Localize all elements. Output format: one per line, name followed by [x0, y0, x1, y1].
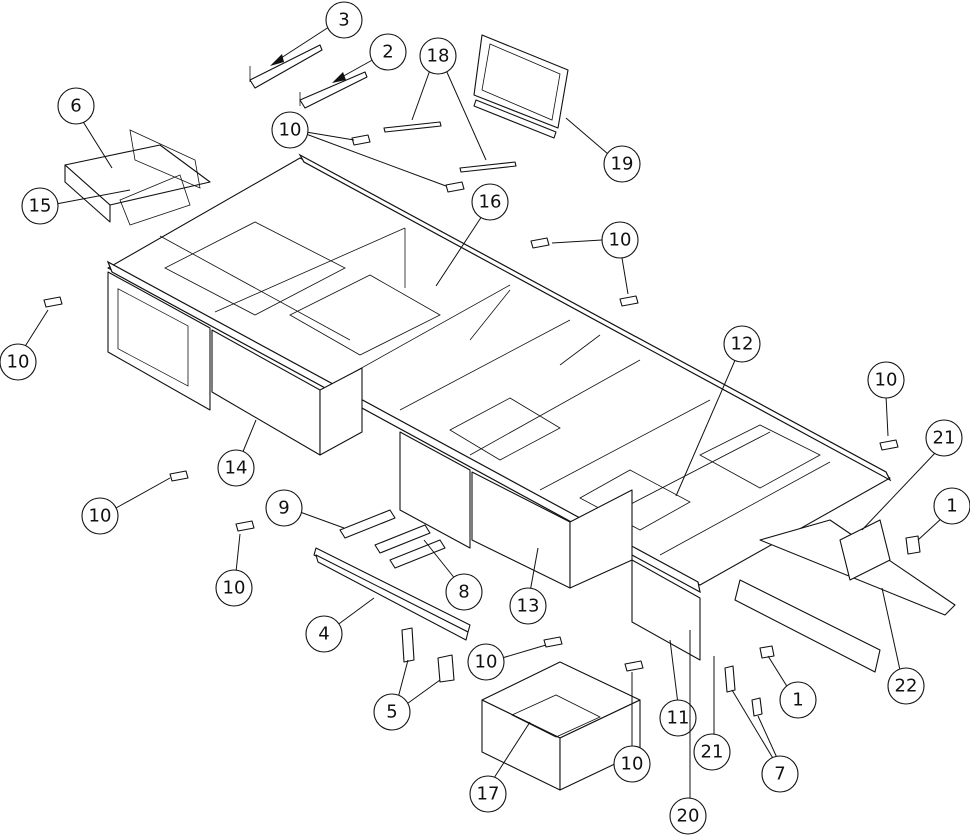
callout-10-top: 10 — [271, 111, 309, 149]
callout-12: 12 — [723, 325, 761, 363]
callout-10-lower-left: 10 — [215, 569, 253, 607]
callout-16-label: 16 — [479, 192, 502, 213]
callout-21-top-label: 21 — [933, 428, 956, 449]
callout-3: 3 — [325, 1, 363, 39]
bracket-2 — [299, 71, 368, 109]
callout-6-label: 6 — [70, 96, 81, 117]
callout-10-top-label: 10 — [279, 120, 302, 141]
callout-13: 13 — [509, 587, 547, 625]
callout-1-top-label: 1 — [946, 496, 957, 517]
callout-18-label: 18 — [427, 46, 450, 67]
small-parts-7-21 — [724, 665, 763, 717]
callout-22-label: 22 — [895, 676, 918, 697]
callout-10-center-low-label: 10 — [475, 652, 498, 673]
callout-10-left: 10 — [0, 343, 37, 381]
callout-3-label: 3 — [338, 10, 349, 31]
callout-21-lower: 21 — [693, 733, 731, 771]
callout-14: 14 — [217, 449, 255, 487]
callout-10-lower-right-label: 10 — [621, 754, 644, 775]
callout-2: 2 — [369, 33, 407, 71]
callout-20-label: 20 — [677, 806, 700, 827]
callout-4: 4 — [305, 615, 343, 653]
callout-21-top: 21 — [925, 419, 963, 457]
main-frame — [106, 153, 892, 594]
rear-extension-22 — [734, 519, 956, 673]
callout-11-label: 11 — [667, 708, 690, 729]
callout-10-right: 10 — [867, 361, 905, 399]
callout-16: 16 — [471, 183, 509, 221]
callout-18: 18 — [419, 37, 457, 75]
side-box-13 — [399, 431, 701, 661]
callout-1-top: 1 — [933, 487, 970, 525]
callout-12-label: 12 — [731, 334, 754, 355]
bracket-1 — [759, 535, 921, 659]
long-rail-4 — [313, 547, 471, 641]
callout-5-label: 5 — [386, 702, 397, 723]
bracket-3 — [249, 44, 323, 89]
callout-10-lower-right: 10 — [613, 745, 651, 783]
callout-17-label: 17 — [477, 784, 500, 805]
callout-17: 17 — [469, 775, 507, 813]
callout-19: 19 — [603, 145, 641, 183]
callout-1-lower: 1 — [779, 681, 817, 719]
callout-7-label: 7 — [774, 764, 785, 785]
channels-9-8 — [339, 509, 446, 569]
pads-10 — [43, 134, 899, 672]
callout-20: 20 — [669, 797, 707, 835]
callout-13-label: 13 — [517, 596, 540, 617]
callout-10-right-label: 10 — [875, 370, 898, 391]
box-17 — [481, 661, 641, 791]
callout-21-lower-label: 21 — [701, 742, 724, 763]
callout-1-lower-label: 1 — [792, 690, 803, 711]
callout-15: 15 — [21, 187, 59, 225]
callout-10-left-label: 10 — [7, 352, 30, 373]
panel-19 — [473, 34, 569, 139]
callout-19-label: 19 — [611, 154, 634, 175]
callout-5: 5 — [373, 693, 411, 731]
callout-8-label: 8 — [458, 582, 469, 603]
callout-6: 6 — [57, 87, 95, 125]
callout-14-label: 14 — [225, 458, 248, 479]
callout-9: 9 — [265, 489, 303, 527]
side-box-14 — [107, 271, 363, 456]
callout-15-label: 15 — [29, 196, 52, 217]
callout-7: 7 — [761, 755, 799, 793]
callout-10-right-upper-label: 10 — [609, 230, 632, 251]
callout-10-right-upper: 10 — [601, 221, 639, 259]
callout-4-label: 4 — [318, 624, 329, 645]
callout-11: 11 — [659, 699, 697, 737]
callout-8: 8 — [445, 573, 483, 611]
strips-18 — [383, 121, 517, 173]
callout-2-label: 2 — [382, 42, 393, 63]
callout-10-center-low: 10 — [467, 643, 505, 681]
callout-22: 22 — [887, 667, 925, 705]
brackets-5 — [401, 627, 455, 683]
callout-10-lower-left-label: 10 — [223, 578, 246, 599]
callout-10-mid-left-label: 10 — [89, 506, 112, 527]
callout-10-mid-left: 10 — [81, 497, 119, 535]
subframe-6 — [64, 129, 211, 226]
callout-9-label: 9 — [278, 498, 289, 519]
